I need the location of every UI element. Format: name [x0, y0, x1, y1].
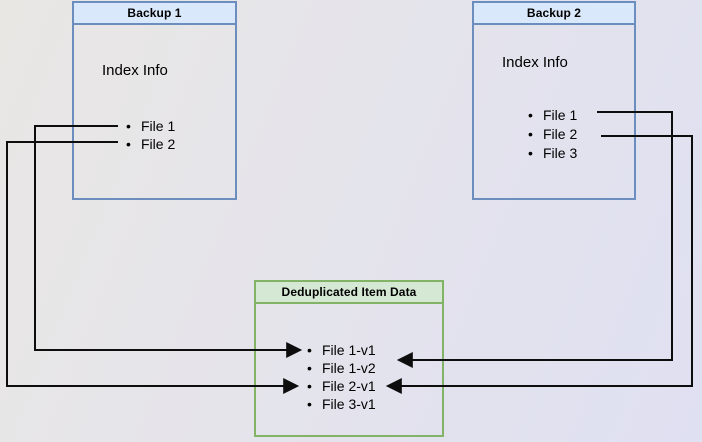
bullet-icon: • — [126, 136, 131, 152]
list-item: • File 1 — [123, 117, 175, 135]
backup2-file-1: File 1 — [543, 107, 578, 123]
bullet-icon: • — [528, 126, 533, 142]
bullet-icon: • — [307, 360, 312, 376]
backup2-file-2: File 2 — [543, 126, 578, 142]
list-item: • File 2 — [525, 125, 577, 144]
dedup-file-1v1: File 1-v1 — [322, 342, 376, 358]
backup1-box: Backup 1 Index Info • File 1 • File 2 — [72, 1, 237, 200]
dedup-file-list: • File 1-v1 • File 1-v2 • File 2-v1 • Fi… — [304, 341, 376, 413]
list-item: • File 1-v1 — [304, 341, 376, 359]
backup2-file-list: • File 1 • File 2 • File 3 — [525, 106, 577, 163]
backup2-box: Backup 2 Index Info • File 1 • File 2 • … — [472, 1, 636, 200]
list-item: • File 3-v1 — [304, 395, 376, 413]
backup1-index-info-label: Index Info — [102, 62, 168, 79]
backup2-index-info-label: Index Info — [502, 54, 568, 71]
bullet-icon: • — [528, 107, 533, 123]
list-item: • File 2-v1 — [304, 377, 376, 395]
backup1-title: Backup 1 — [74, 3, 235, 25]
bullet-icon: • — [307, 342, 312, 358]
backup1-file-2: File 2 — [141, 136, 176, 152]
dedup-title: Deduplicated Item Data — [256, 282, 442, 304]
bullet-icon: • — [528, 145, 533, 161]
backup2-file-3: File 3 — [543, 145, 578, 161]
dedup-file-3v1: File 3-v1 — [322, 396, 376, 412]
dedup-file-2v1: File 2-v1 — [322, 378, 376, 394]
backup1-file-1: File 1 — [141, 118, 176, 134]
dedup-box: Deduplicated Item Data • File 1-v1 • Fil… — [254, 280, 444, 437]
bullet-icon: • — [126, 118, 131, 134]
backup2-title: Backup 2 — [474, 3, 634, 25]
list-item: • File 2 — [123, 135, 175, 153]
bullet-icon: • — [307, 396, 312, 412]
list-item: • File 3 — [525, 144, 577, 163]
list-item: • File 1-v2 — [304, 359, 376, 377]
backup1-file-list: • File 1 • File 2 — [123, 117, 175, 153]
list-item: • File 1 — [525, 106, 577, 125]
bullet-icon: • — [307, 378, 312, 394]
dedup-file-1v2: File 1-v2 — [322, 360, 376, 376]
